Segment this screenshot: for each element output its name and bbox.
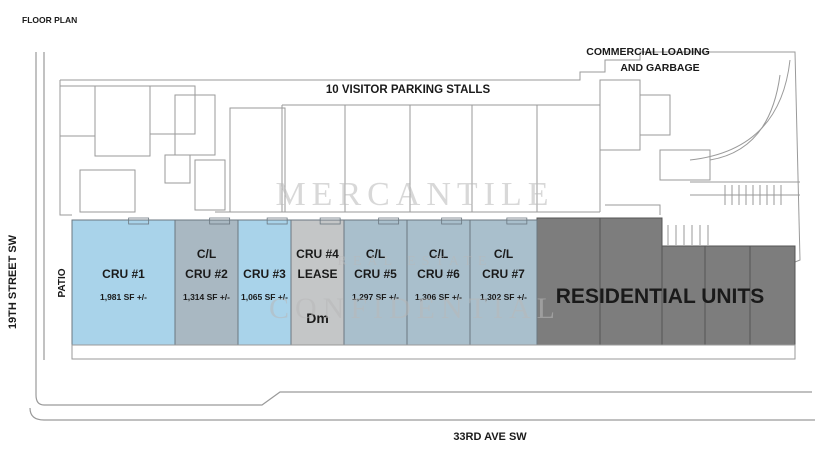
unit-5-line2: CRU #5 — [354, 267, 397, 281]
unit-7-area: 1,302 SF +/- — [480, 292, 527, 302]
unit-6-area — [406, 219, 471, 346]
residential-label: RESIDENTIAL UNITS — [556, 285, 764, 308]
unit-7-line2: CRU #7 — [482, 267, 525, 281]
unit-2-area: 1,314 SF +/- — [183, 292, 230, 302]
unit-5: C/L CRU #5 1,297 SF +/- — [343, 217, 408, 346]
unit-2-line2: CRU #2 — [185, 267, 228, 281]
unit-4-door — [319, 217, 341, 225]
residential-block-right — [661, 245, 796, 346]
building-back-area — [59, 51, 801, 263]
unit-7-line1: C/L — [494, 247, 513, 261]
unit-1-area: 1,981 SF +/- — [100, 292, 147, 302]
unit-3: CRU #3 1,065 SF +/- — [237, 217, 292, 346]
unit-7-area — [469, 219, 538, 346]
unit-7-door — [506, 217, 528, 225]
unit-2-door — [209, 217, 231, 225]
watermark-line1: MERCANTILE — [275, 176, 554, 213]
watermark-line2: REAL ESTATE — [338, 254, 493, 269]
site-outline — [29, 52, 815, 421]
unit-5-area — [343, 219, 408, 346]
residential-units-block — [536, 217, 796, 346]
unit-1: CRU #1 1,981 SF +/- — [71, 217, 176, 346]
unit-1-line2: CRU #1 — [102, 267, 145, 281]
unit-3-area: 1,065 SF +/- — [241, 292, 288, 302]
watermark: MERCANTILE REAL ESTATE CONFIDENTIAL — [269, 176, 561, 325]
unit-1-area — [71, 219, 176, 346]
unit-4-area — [290, 219, 345, 346]
loading-label-line1: COMMERCIAL LOADING — [586, 46, 709, 58]
unit-2: C/L CRU #2 1,314 SF +/- — [174, 217, 239, 346]
unit-3-line2: CRU #3 — [243, 267, 286, 281]
unit-7: C/L CRU #7 1,302 SF +/- — [469, 217, 538, 346]
patio-label: PATIO — [57, 268, 68, 297]
street-west-label: 19TH STREET SW — [7, 234, 19, 329]
watermark-line3: CONFIDENTIAL — [269, 292, 561, 325]
unit-5-door — [378, 217, 400, 225]
unit-6-area: 1,306 SF +/- — [415, 292, 462, 302]
unit-3-door — [266, 217, 288, 225]
unit-6: C/L CRU #6 1,306 SF +/- — [406, 217, 471, 346]
floor-plan-title: FLOOR PLAN — [22, 15, 77, 25]
unit-2-line1: C/L — [197, 247, 216, 261]
unit-6-line2: CRU #6 — [417, 267, 460, 281]
street-south-label: 33RD AVE SW — [453, 431, 527, 443]
unit-3-area — [237, 219, 292, 346]
stairs-hatching — [667, 185, 782, 245]
unit-1-door — [128, 217, 150, 225]
parking-label: 10 VISITOR PARKING STALLS — [326, 84, 491, 96]
loading-label-line2: AND GARBAGE — [620, 62, 699, 74]
unit-6-door — [441, 217, 463, 225]
storefront-strip — [71, 344, 796, 360]
unit-6-line1: C/L — [429, 247, 448, 261]
unit-2-area — [174, 219, 239, 346]
unit-4-line1: CRU #4 — [296, 247, 339, 261]
tenant-logo: Dm — [306, 310, 329, 326]
unit-5-line1: C/L — [366, 247, 385, 261]
unit-5-area: 1,297 SF +/- — [352, 292, 399, 302]
unit-4-line2: LEASE — [297, 267, 337, 281]
